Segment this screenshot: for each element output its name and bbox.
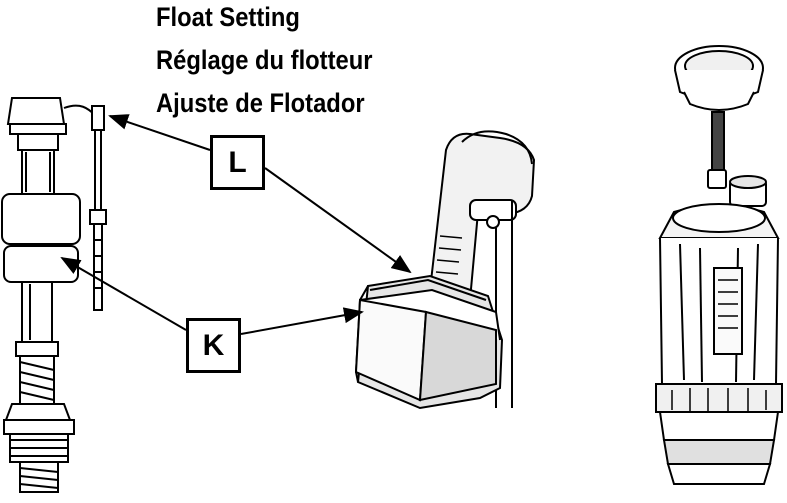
callout-K: K [186,318,241,373]
title-line-french: Réglage du flotteur [156,45,373,75]
float-closeup-center [354,130,536,410]
flush-valve-right [655,45,783,485]
title-line-spanish: Ajuste de Flotador [156,88,365,118]
callout-L: L [210,135,265,190]
leader-lines [60,114,412,335]
fill-valve-left [1,97,107,493]
title-line-english: Float Setting [156,2,300,32]
